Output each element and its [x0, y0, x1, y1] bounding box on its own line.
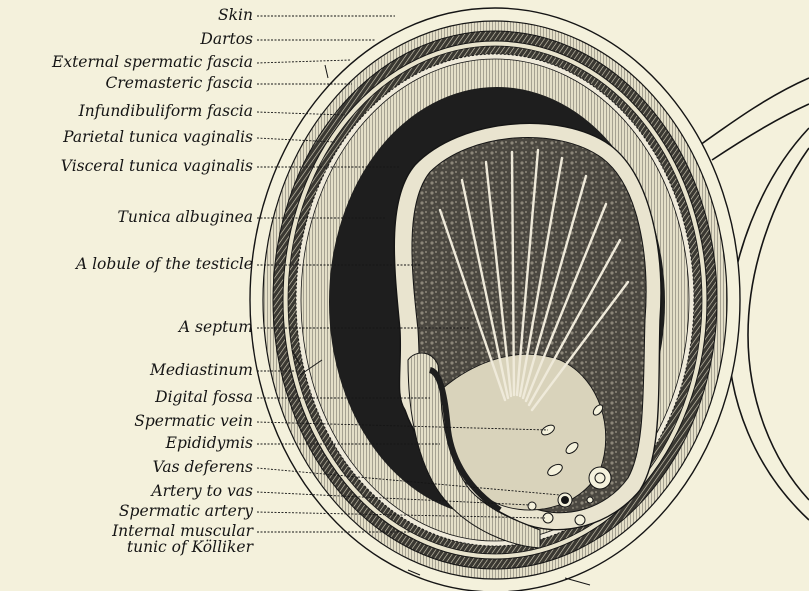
label-cremasteric-fascia: Cremasteric fascia — [105, 75, 253, 92]
label-digital-fossa: Digital fossa — [155, 389, 253, 406]
label-tunica-albuginea: Tunica albuginea — [118, 209, 254, 226]
label-internal-muscular-tunic-line-1: Internal muscular — [112, 523, 253, 539]
label-septum: A septum — [179, 319, 253, 336]
label-dartos: Dartos — [200, 31, 253, 48]
label-vas-deferens: Vas deferens — [153, 459, 253, 476]
label-external-spermatic-fascia: External spermatic fascia — [52, 54, 253, 71]
label-internal-muscular-tunic: Internal muscular tunic of Kölliker — [112, 523, 253, 555]
label-mediastinum: Mediastinum — [150, 362, 253, 379]
label-artery-to-vas: Artery to vas — [151, 483, 253, 500]
label-infundibuliform-fascia: Infundibuliform fascia — [79, 103, 253, 120]
label-visceral-tunica-vaginalis: Visceral tunica vaginalis — [61, 158, 253, 175]
label-internal-muscular-tunic-line-2: tunic of Kölliker — [112, 539, 253, 555]
label-lobule-of-testicle: A lobule of the testicle — [76, 256, 253, 273]
leader-external-spermatic-fascia — [257, 60, 350, 63]
label-parietal-tunica-vaginalis: Parietal tunica vaginalis — [63, 129, 253, 146]
label-spermatic-artery: Spermatic artery — [119, 503, 253, 520]
label-skin: Skin — [218, 7, 253, 24]
label-epididymis: Epididymis — [166, 435, 253, 452]
label-spermatic-vein: Spermatic vein — [134, 413, 253, 430]
